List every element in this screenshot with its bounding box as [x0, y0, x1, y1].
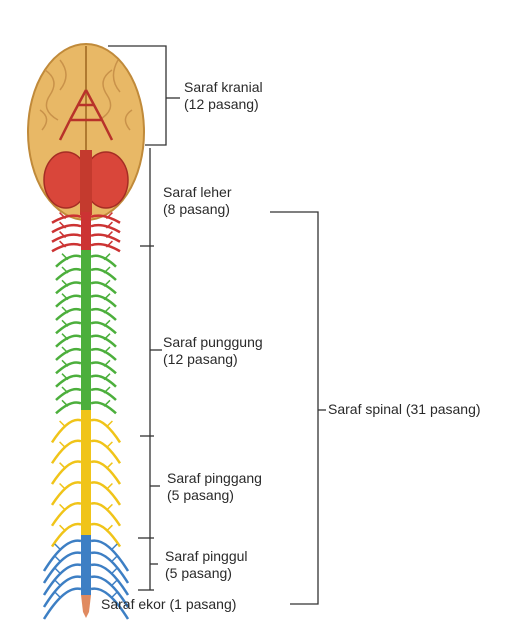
pinggul-count: (5 pasang) — [165, 565, 248, 582]
ekor-label: Saraf ekor (1 pasang) — [101, 596, 236, 613]
punggung-name: Saraf punggung — [163, 334, 263, 351]
pinggang-name: Saraf pinggang — [167, 470, 262, 487]
spinal-cord — [44, 212, 128, 619]
thoracic-segment — [56, 250, 116, 413]
kranial-name: Saraf kranial — [184, 79, 263, 96]
punggung-count: (12 pasang) — [163, 351, 263, 368]
coccygeal-segment — [81, 595, 91, 618]
pinggul-name: Saraf pinggul — [165, 548, 248, 565]
leher-label: Saraf leher (8 pasang) — [163, 184, 231, 218]
pinggang-count: (5 pasang) — [167, 487, 262, 504]
cerebellum — [44, 150, 128, 215]
cervical-segment — [52, 212, 120, 251]
lumbar-segment — [52, 410, 120, 547]
kranial-count: (12 pasang) — [184, 96, 263, 113]
punggung-label: Saraf punggung (12 pasang) — [163, 334, 263, 368]
pinggul-label: Saraf pinggul (5 pasang) — [165, 548, 248, 582]
leher-name: Saraf leher — [163, 184, 231, 201]
leher-count: (8 pasang) — [163, 201, 231, 218]
kranial-label: Saraf kranial (12 pasang) — [184, 79, 263, 113]
spinal-bracket — [270, 212, 318, 604]
spinal-label: Saraf spinal (31 pasang) — [328, 401, 481, 418]
pinggang-label: Saraf pinggang (5 pasang) — [167, 470, 262, 504]
